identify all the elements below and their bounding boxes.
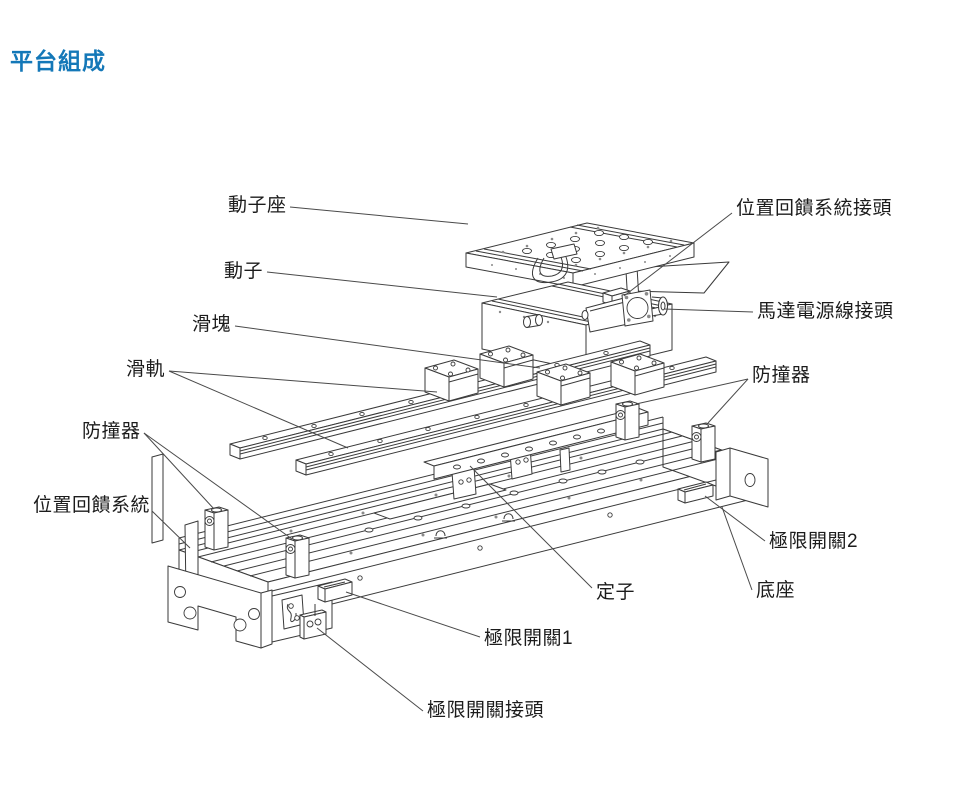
leader-bumper-right-1 xyxy=(707,378,749,424)
page-title: 平台組成 xyxy=(10,48,106,74)
label-slider-block: 滑塊 xyxy=(192,314,232,335)
leader-stator xyxy=(469,465,593,589)
label-motor-power-connector: 馬達電源線接頭 xyxy=(757,301,894,322)
stator-drawing xyxy=(423,407,649,500)
leader-base xyxy=(721,506,753,591)
label-mover: 動子 xyxy=(224,261,264,282)
label-limit-switch-connector: 極限開關接頭 xyxy=(427,700,545,721)
label-stator: 定子 xyxy=(596,582,636,603)
leader-lines xyxy=(143,206,766,712)
leader-feedback-system xyxy=(151,510,191,549)
limit-switch-connector-drawing xyxy=(281,594,327,640)
left-end-bracket-drawing xyxy=(167,565,273,649)
leader-rail-2 xyxy=(168,370,349,449)
leader-limit-switch-2 xyxy=(704,495,766,542)
leader-limit-switch-1 xyxy=(345,591,481,638)
limit-switch-2-drawing xyxy=(677,481,714,504)
cable-loop-drawing xyxy=(532,243,578,284)
leader-limit-switch-connector xyxy=(316,627,424,712)
slider-blocks-drawing xyxy=(424,345,665,406)
label-feedback-system: 位置回饋系統 xyxy=(33,495,151,516)
right-end-bracket-drawing xyxy=(715,447,769,508)
leader-mover xyxy=(266,271,498,298)
leader-mover-seat xyxy=(289,206,469,225)
label-bumper-left: 防撞器 xyxy=(82,421,141,442)
label-mover-seat: 動子座 xyxy=(228,195,287,216)
leader-feedback-connector xyxy=(623,212,733,297)
label-rail: 滑軌 xyxy=(126,359,166,380)
bumpers-drawing xyxy=(204,400,716,579)
label-limit-switch-2: 極限開關2 xyxy=(769,531,859,552)
mover-seat-drawing xyxy=(465,222,695,288)
leader-motor-power-connector xyxy=(663,308,754,313)
leader-bumper-left-1 xyxy=(143,432,215,510)
leader-bumper-right-2 xyxy=(635,378,749,405)
label-feedback-connector: 位置回饋系統接頭 xyxy=(736,198,893,219)
label-base: 底座 xyxy=(756,580,796,601)
label-limit-switch-1: 極限開關1 xyxy=(484,628,574,649)
leader-rail-1 xyxy=(168,370,438,393)
label-bumper-right: 防撞器 xyxy=(752,365,811,386)
limit-switch-1-drawing xyxy=(317,578,353,603)
leader-bumper-left-2 xyxy=(143,432,293,540)
leader-slider-block xyxy=(234,325,541,369)
